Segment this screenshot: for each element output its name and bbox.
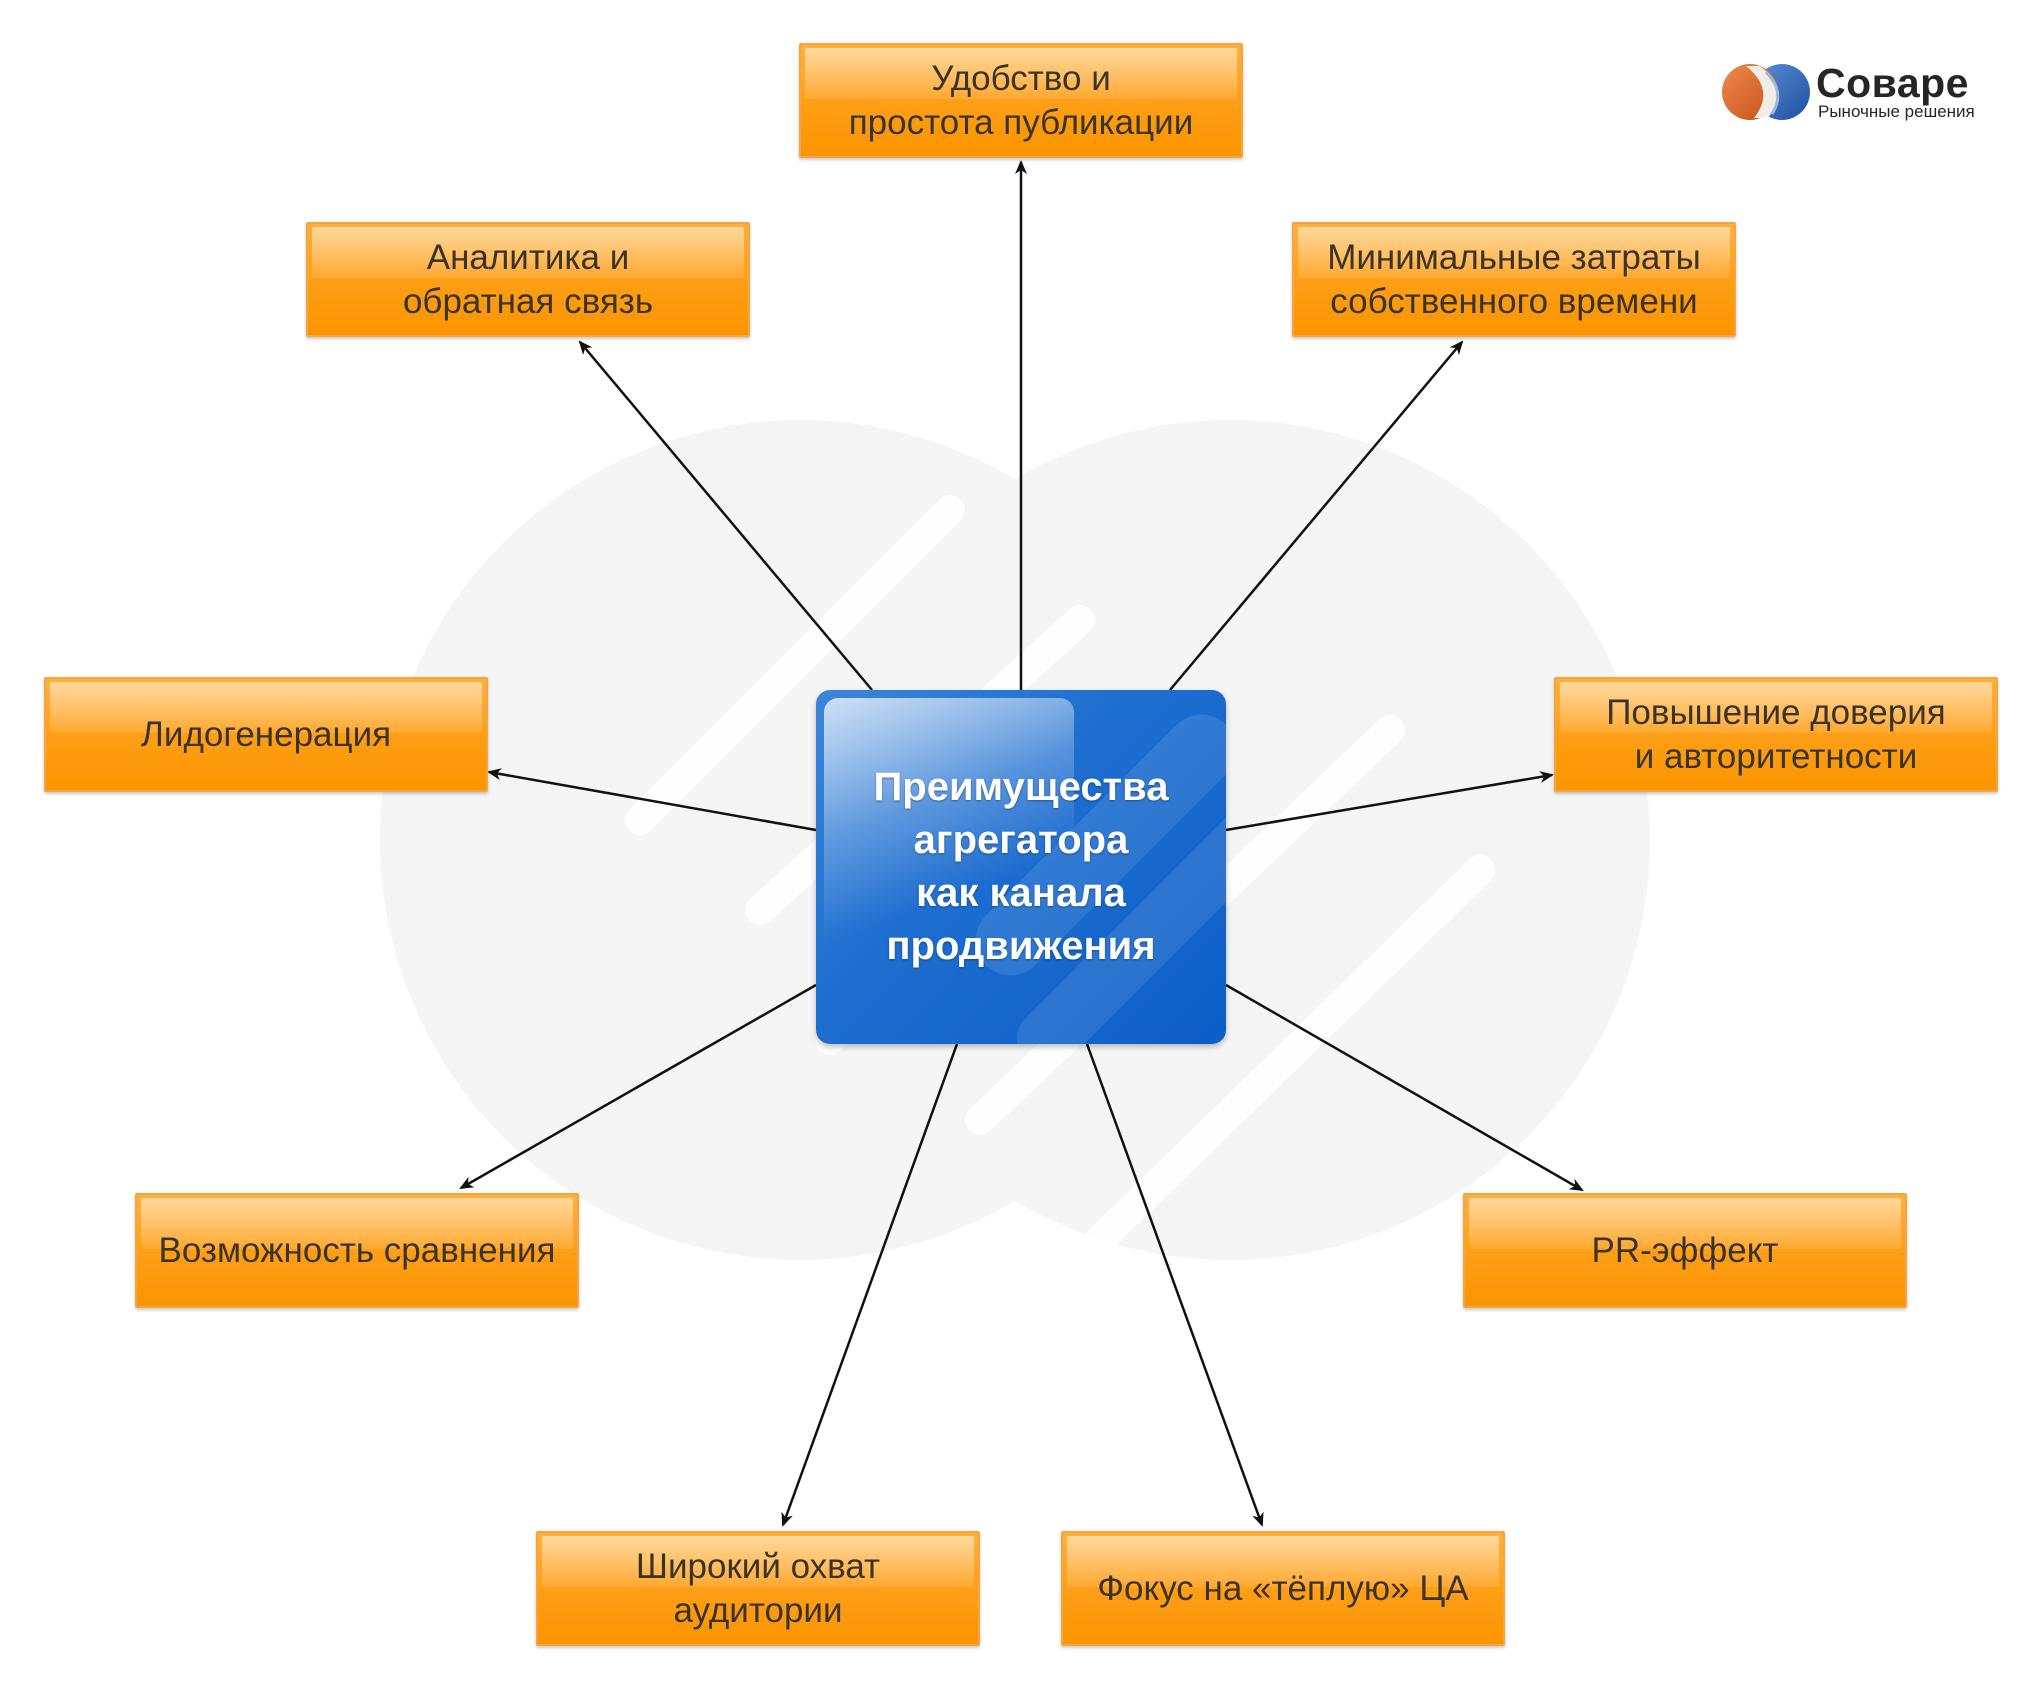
arrow-to-compare — [459, 983, 817, 1190]
arrow-to-analytics — [578, 340, 873, 691]
arrow-to-warm — [1085, 1043, 1264, 1527]
arrow-to-leads — [487, 768, 817, 832]
arrow-to-trust — [1225, 771, 1554, 832]
benefit-reach: Широкий охват аудитории — [536, 1531, 980, 1646]
arrow-to-reach — [781, 1043, 959, 1527]
central-title: Преимущества агрегатора как канала продв… — [873, 765, 1169, 968]
benefit-label: Повышение доверия и авторитетности — [1606, 692, 1946, 776]
benefit-label: Фокус на «тёплую» ЦА — [1097, 1568, 1469, 1608]
arrow-to-pr — [1225, 983, 1584, 1192]
center-gloss — [824, 698, 1074, 958]
logo-brand: Соваре — [1816, 60, 1969, 106]
benefit-label: Аналитика и обратная связь — [402, 237, 654, 321]
benefit-leads: Лидогенерация — [44, 677, 488, 792]
benefit-label: Возможность сравнения — [158, 1230, 556, 1270]
company-logo: Соваре Рыночные решения — [1720, 60, 1990, 130]
benefit-label: PR-эффект — [1591, 1230, 1779, 1270]
benefit-warm: Фокус на «тёплую» ЦА — [1061, 1531, 1505, 1646]
logo-mark-icon — [1722, 64, 1810, 120]
benefit-time: Минимальные затраты собственного времени — [1292, 222, 1736, 337]
benefit-label: Минимальные затраты собственного времени — [1327, 237, 1701, 321]
logo-tagline: Рыночные решения — [1818, 102, 1975, 121]
arrow-to-time — [1169, 340, 1464, 691]
benefit-analytics: Аналитика и обратная связь — [306, 222, 750, 337]
benefit-pr: PR-эффект — [1463, 1193, 1907, 1308]
benefit-label: Лидогенерация — [140, 714, 392, 754]
central-concept: Преимущества агрегатора как канала продв… — [816, 690, 1226, 1044]
benefit-ease: Удобство и простота публикации — [799, 43, 1243, 158]
benefit-label: Широкий охват аудитории — [635, 1546, 881, 1630]
benefit-trust: Повышение доверия и авторитетности — [1554, 677, 1998, 792]
benefit-label: Удобство и простота публикации — [848, 58, 1194, 142]
benefit-compare: Возможность сравнения — [135, 1193, 579, 1308]
